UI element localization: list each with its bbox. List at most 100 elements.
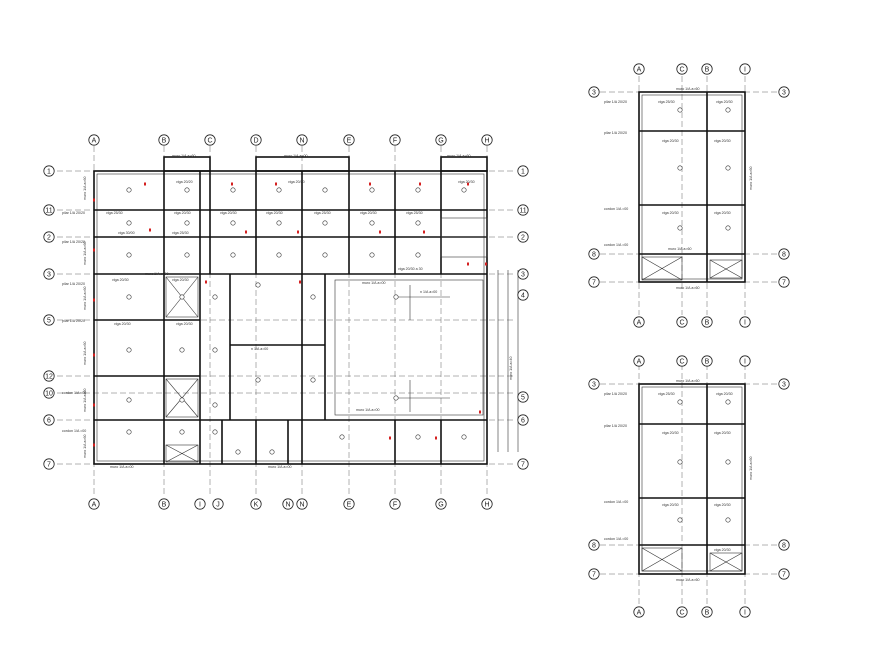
slab-marker: [310, 294, 316, 300]
axis-bubble-label: B: [705, 358, 710, 365]
axis-bubble-label: F: [393, 137, 397, 144]
axis-bubble: N: [296, 134, 308, 146]
axis-bubble-circle: [43, 458, 55, 470]
axis-bubble-circle: [588, 276, 600, 288]
axis-bubble-label: E: [347, 501, 352, 508]
axis-bubble-circle: [778, 378, 790, 390]
note: muro 1/A a=60: [172, 154, 195, 158]
lower-right-notes: muro 1/A a=60 viga 25/30 viga 20/30 viga…: [604, 379, 753, 582]
axis-bubble-circle: [633, 606, 645, 618]
slab-marker: [269, 449, 275, 455]
axis-bubble-label: 7: [592, 571, 596, 578]
axis-bubble-circle: [88, 134, 100, 146]
axis-bubble-circle: [194, 498, 206, 510]
axis-bubble-circle: [282, 498, 294, 510]
axis-bubble: A: [88, 498, 100, 510]
note: viga 30/00: [118, 231, 135, 235]
note: viga 20/30: [714, 139, 731, 143]
red-marker: [245, 230, 247, 234]
axis-bubble-circle: [588, 86, 600, 98]
slab-marker: [184, 220, 190, 226]
note: viga 20/30: [360, 211, 377, 215]
note: viga 25/30: [406, 211, 423, 215]
red-marker: [369, 182, 371, 186]
axis-bubble-label: 11: [519, 207, 526, 214]
note: viga 20/20: [176, 180, 193, 184]
note: muro 1/A a=00: [362, 281, 385, 285]
note: pilar 1/A 20/20: [62, 240, 85, 244]
axis-bubble-circle: [517, 204, 529, 216]
axis-bubble: 3: [588, 378, 600, 390]
axis-bubble: C: [204, 134, 216, 146]
slab-marker: [126, 294, 132, 300]
axis-bubble-label: B: [162, 501, 167, 508]
axis-bubble: 12: [43, 370, 55, 382]
slab-marker: [255, 282, 261, 288]
note: viga 20/30: [172, 278, 189, 282]
note: muro 1/A a=00: [268, 465, 291, 469]
axis-bubble-label: 6: [47, 417, 51, 424]
axis-bubble-circle: [517, 268, 529, 280]
red-marker: [205, 280, 207, 284]
axis-bubble: 3: [43, 268, 55, 280]
axis-bubble: 6: [517, 414, 529, 426]
slab-marker: [179, 294, 185, 300]
lower-right-slab-markers: [677, 399, 731, 523]
axis-bubble-label: B: [705, 609, 710, 616]
slab-marker: [461, 434, 467, 440]
slab-marker: [369, 252, 375, 258]
axis-bubble: E: [343, 134, 355, 146]
axis-bubble: 2: [43, 231, 55, 243]
slab-marker: [310, 377, 316, 383]
axis-bubble: A: [633, 355, 645, 367]
axis-bubble: 1: [43, 165, 55, 177]
note: viga 20/30 a 30: [398, 267, 423, 271]
note: pilar 1/A 20/20: [62, 211, 85, 215]
note: viga 20/30: [714, 211, 731, 215]
axis-bubble-label: 7: [521, 461, 525, 468]
axis-bubble: 2: [517, 231, 529, 243]
note: muro 1/A a=60: [749, 457, 753, 480]
axis-bubble: 10: [43, 387, 55, 399]
note: viga 25/30: [106, 211, 123, 215]
slab-marker: [393, 395, 399, 401]
axis-bubble-label: 3: [521, 271, 525, 278]
red-marker: [149, 228, 151, 232]
note: cordon 1/A =00: [604, 537, 628, 541]
red-marker: [419, 182, 421, 186]
slab-marker: [725, 107, 731, 113]
slab-marker: [369, 187, 375, 193]
axis-bubble-circle: [739, 63, 751, 75]
axis-bubble: 3: [588, 86, 600, 98]
note: viga 20/30: [716, 392, 733, 396]
note: muro 1/A a=60: [668, 247, 691, 251]
axis-bubble-label: A: [637, 319, 642, 326]
note: muro 1/A a=60: [83, 177, 87, 200]
axis-bubble-label: 3: [592, 381, 596, 388]
axis-bubble: F: [389, 134, 401, 146]
slab-marker: [212, 294, 218, 300]
note: viga 20/30: [714, 548, 731, 552]
axis-bubble-label: 5: [47, 317, 51, 324]
axis-bubble-circle: [43, 204, 55, 216]
note: muro 1/A a=60: [83, 389, 87, 412]
axis-bubble-label: A: [92, 501, 97, 508]
axis-bubble-label: 8: [782, 251, 786, 258]
slab-marker: [725, 399, 731, 405]
note: viga 20/30: [662, 431, 679, 435]
main-right-dimension-lines: [497, 270, 519, 452]
axis-bubble: E: [343, 498, 355, 510]
slab-marker: [184, 252, 190, 258]
note: viga 20/30: [458, 180, 475, 184]
slab-marker: [230, 252, 236, 258]
axis-bubble-circle: [389, 134, 401, 146]
axis-bubble: B: [158, 498, 170, 510]
axis-bubble-label: 3: [782, 381, 786, 388]
axis-bubble-label: 4: [521, 292, 525, 299]
slab-marker: [126, 397, 132, 403]
axis-bubble-label: 7: [47, 461, 51, 468]
slab-marker: [677, 399, 683, 405]
